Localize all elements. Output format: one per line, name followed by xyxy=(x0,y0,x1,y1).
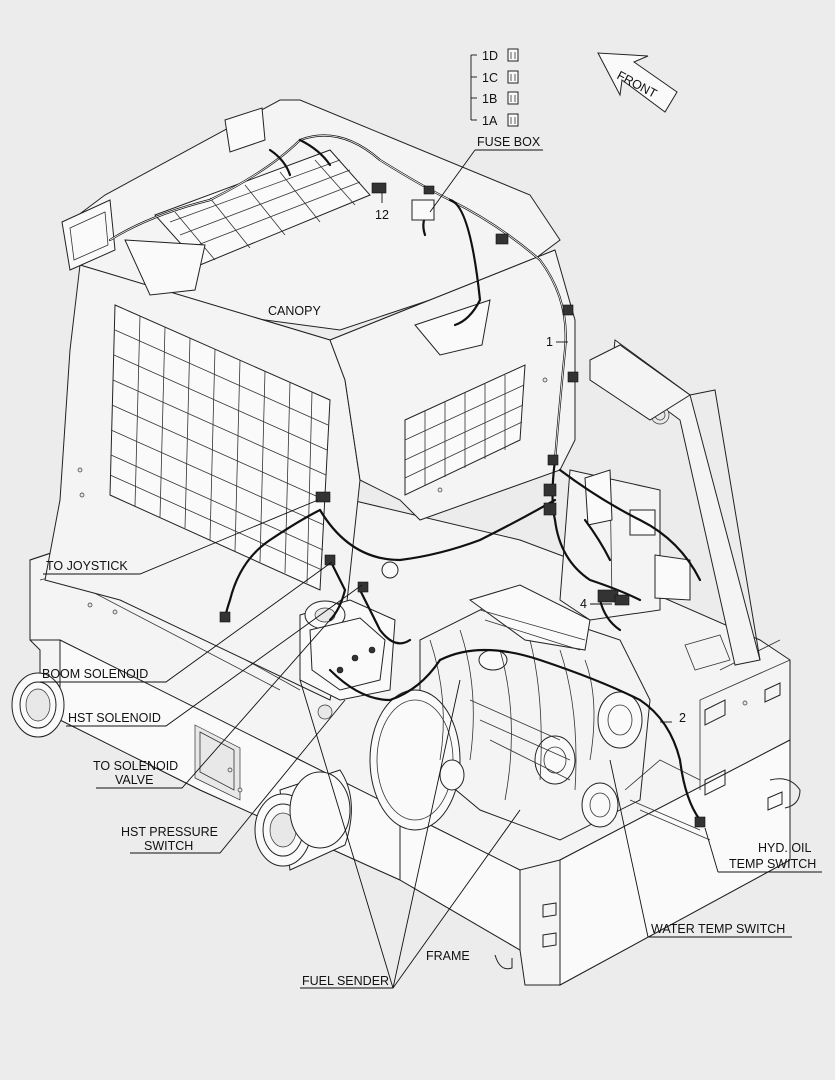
side-window-grill-left xyxy=(109,304,331,591)
canopy-label: CANOPY xyxy=(268,304,321,318)
fuse-icon xyxy=(507,70,519,84)
to-solenoid-label-line1: TO SOLENOID xyxy=(93,759,178,773)
fuse-box-label: FUSE BOX xyxy=(477,135,541,149)
frame-label: FRAME xyxy=(426,949,470,963)
to-joystick-label: TO JOYSTICK xyxy=(46,559,128,573)
boom-solenoid-label: BOOM SOLENOID xyxy=(42,667,148,681)
fuse-1b-label: 1B xyxy=(482,92,497,106)
callouts: FUSE BOX 12 CANOPY 1 TO JOYSTICK 4 BOOM … xyxy=(40,135,822,989)
fuse-1c-label: 1C xyxy=(482,71,498,85)
fuse-cluster: 1D 1C 1B 1A xyxy=(470,48,519,128)
hyd-oil-label-line2: TEMP SWITCH xyxy=(729,857,816,871)
hst-pressure-label-line2: SWITCH xyxy=(144,839,193,853)
fuse-icon xyxy=(507,48,519,62)
item-2-label: 2 xyxy=(679,711,686,725)
to-solenoid-label-line2: VALVE xyxy=(115,773,153,787)
item-4-label: 4 xyxy=(580,597,587,611)
right-tower xyxy=(559,339,761,671)
fuse-1a-label: 1A xyxy=(482,114,498,128)
hst-solenoid-label: HST SOLENOID xyxy=(68,711,161,725)
roof-grill xyxy=(154,149,371,266)
fuse-icon xyxy=(507,91,519,105)
item-1-label: 1 xyxy=(546,335,553,349)
hst-pressure-label-line1: HST PRESSURE xyxy=(121,825,218,839)
fuel-sender-label: FUEL SENDER xyxy=(302,974,389,988)
fuse-icon xyxy=(507,113,519,127)
side-window-grill-right xyxy=(404,364,526,496)
canopy xyxy=(44,99,576,701)
hyd-oil-label-line1: HYD. OIL xyxy=(758,841,812,855)
engine xyxy=(299,584,711,841)
wiring-harness xyxy=(108,134,706,828)
water-temp-switch-label: WATER TEMP SWITCH xyxy=(651,922,785,936)
item-12-label: 12 xyxy=(375,208,389,222)
fuse-1d-label: 1D xyxy=(482,49,498,63)
front-direction-arrow: FRONT xyxy=(597,52,678,113)
